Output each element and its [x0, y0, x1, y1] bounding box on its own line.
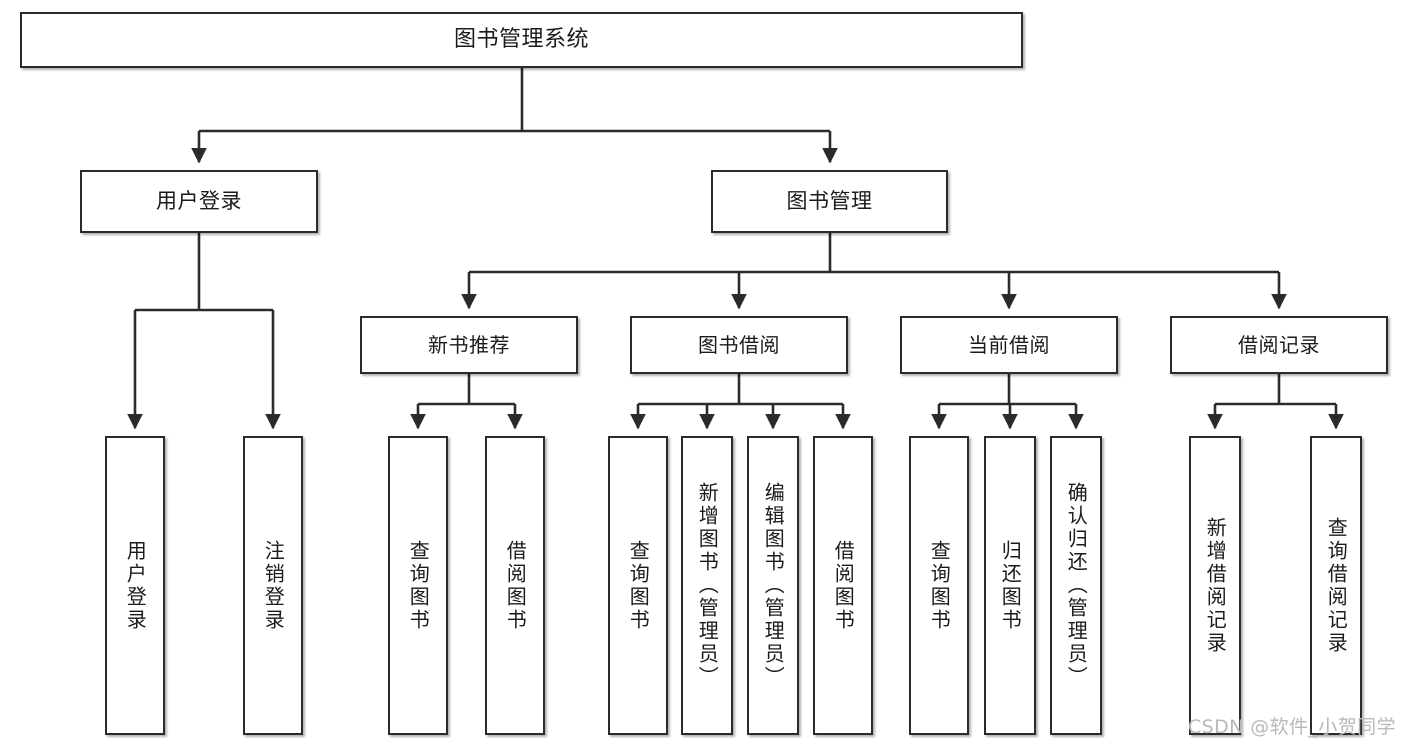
node-book-borrow-label: 图书借阅 [698, 332, 780, 357]
node-leaf-return-book-label: 归还图书 [998, 539, 1023, 632]
node-new-book-rec-label: 新书推荐 [428, 332, 510, 357]
node-user-login[interactable]: 用户登录 [80, 170, 318, 233]
node-leaf-query-book-3[interactable]: 查询图书 [909, 436, 969, 735]
node-leaf-borrow-book-1-label: 借阅图书 [503, 539, 528, 632]
node-leaf-confirm-return[interactable]: 确认归还（管理员） [1050, 436, 1102, 735]
node-user-login-label: 用户登录 [156, 188, 242, 213]
node-root[interactable]: 图书管理系统 [20, 12, 1023, 68]
node-leaf-query-book-2-label: 查询图书 [626, 539, 651, 632]
node-leaf-user-login-label: 用户登录 [123, 539, 148, 632]
node-leaf-add-book-label: 新增图书（管理员） [695, 482, 720, 689]
node-leaf-query-book-1[interactable]: 查询图书 [388, 436, 448, 735]
node-leaf-return-book[interactable]: 归还图书 [984, 436, 1036, 735]
node-new-book-rec[interactable]: 新书推荐 [360, 316, 578, 374]
node-leaf-add-record-label: 新增借阅记录 [1203, 516, 1228, 655]
node-leaf-borrow-book-1[interactable]: 借阅图书 [485, 436, 545, 735]
node-borrow-record[interactable]: 借阅记录 [1170, 316, 1388, 374]
node-leaf-logout-label: 注销登录 [261, 539, 286, 632]
node-book-manage-label: 图书管理 [786, 188, 873, 213]
node-borrow-record-label: 借阅记录 [1238, 332, 1320, 357]
node-leaf-query-record[interactable]: 查询借阅记录 [1310, 436, 1362, 735]
node-leaf-add-record[interactable]: 新增借阅记录 [1189, 436, 1241, 735]
node-leaf-query-record-label: 查询借阅记录 [1324, 516, 1349, 655]
node-leaf-edit-book[interactable]: 编辑图书（管理员） [747, 436, 799, 735]
node-leaf-query-book-1-label: 查询图书 [406, 539, 431, 632]
node-leaf-query-book-3-label: 查询图书 [927, 539, 952, 632]
node-book-borrow[interactable]: 图书借阅 [630, 316, 848, 374]
node-current-borrow[interactable]: 当前借阅 [900, 316, 1118, 374]
node-current-borrow-label: 当前借阅 [968, 332, 1050, 357]
node-leaf-logout[interactable]: 注销登录 [243, 436, 303, 735]
node-leaf-confirm-return-label: 确认归还（管理员） [1064, 482, 1089, 689]
node-leaf-borrow-book-2[interactable]: 借阅图书 [813, 436, 873, 735]
node-root-label: 图书管理系统 [453, 26, 589, 52]
node-leaf-add-book[interactable]: 新增图书（管理员） [681, 436, 733, 735]
node-leaf-borrow-book-2-label: 借阅图书 [831, 539, 856, 632]
node-leaf-edit-book-label: 编辑图书（管理员） [761, 482, 786, 689]
watermark: CSDN @软件_小贺同学 [1188, 716, 1396, 738]
node-leaf-user-login[interactable]: 用户登录 [105, 436, 165, 735]
node-book-manage[interactable]: 图书管理 [711, 170, 948, 233]
node-leaf-query-book-2[interactable]: 查询图书 [608, 436, 668, 735]
